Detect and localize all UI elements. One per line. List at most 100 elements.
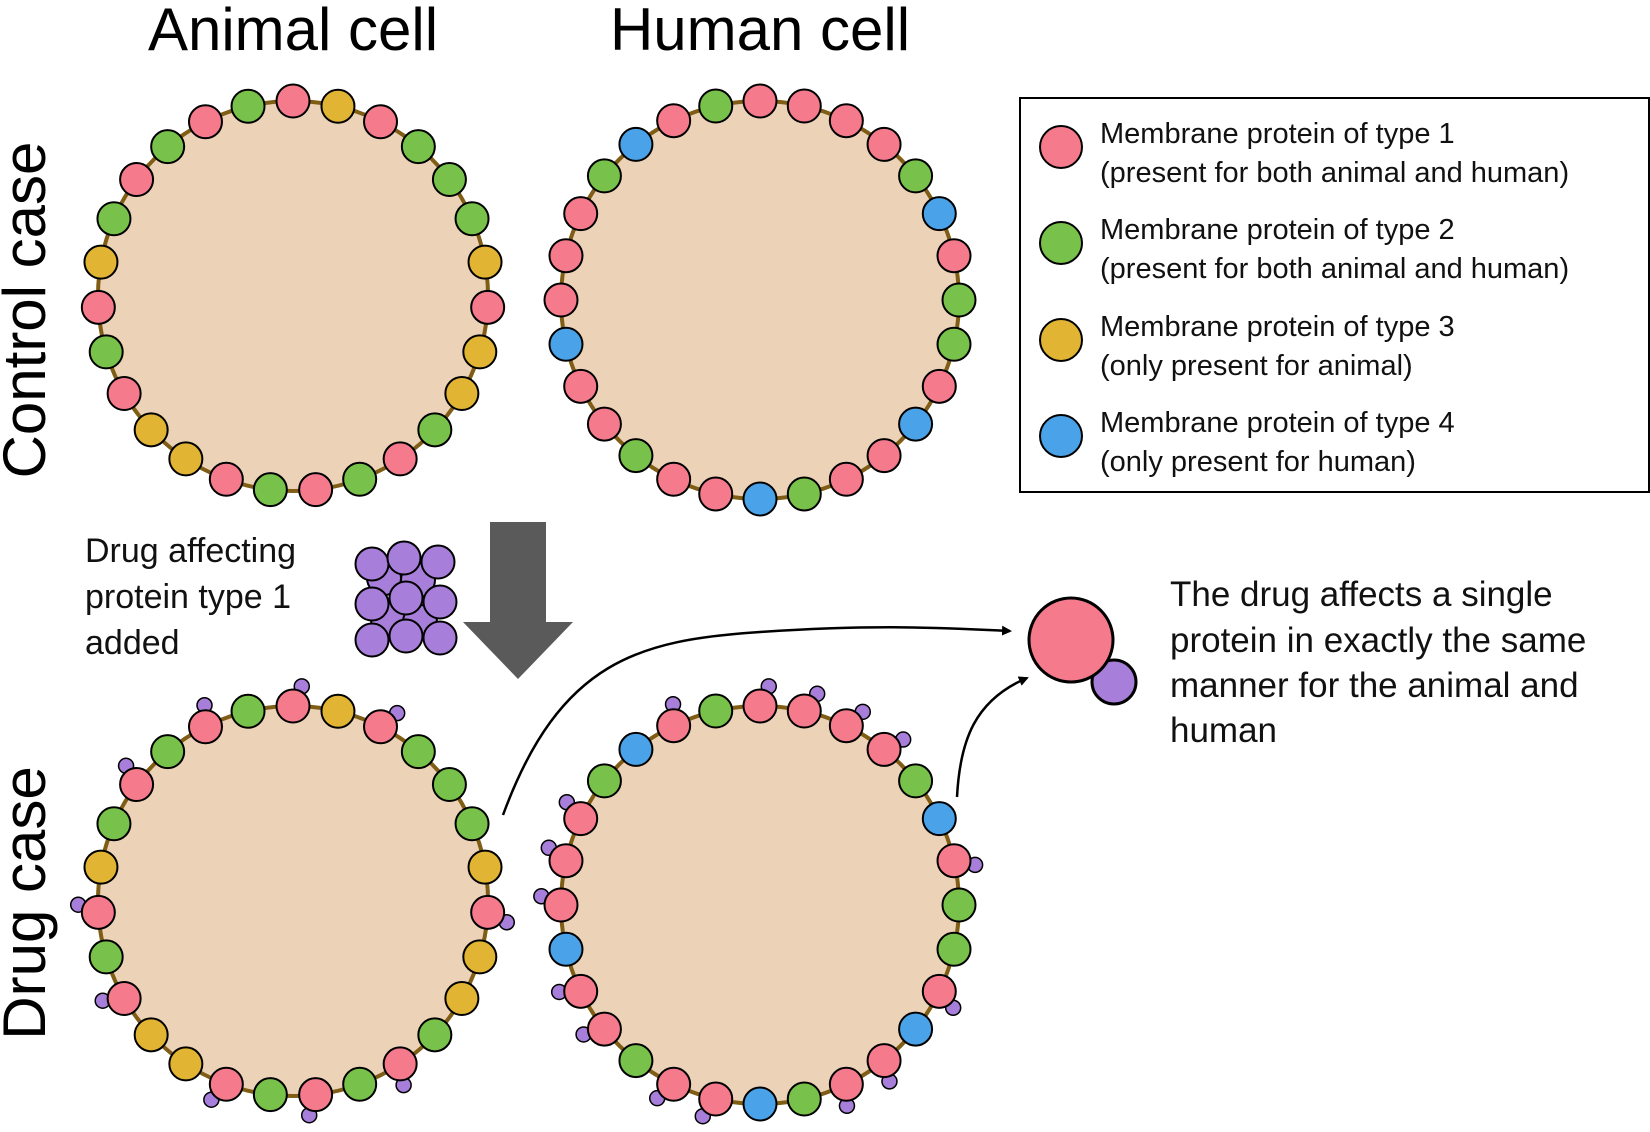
type3-protein	[320, 88, 356, 124]
type1-protein	[866, 731, 902, 767]
type2-protein	[417, 1017, 453, 1053]
type3-protein	[83, 244, 119, 280]
drug-molecule-cluster	[354, 540, 458, 658]
legend-sublabel-type2: (present for both animal and human)	[1100, 253, 1569, 285]
type4-protein	[898, 406, 934, 442]
type1-protein	[866, 1043, 902, 1079]
drug-animal-cell	[69, 678, 516, 1124]
type4-protein	[898, 1011, 934, 1047]
type2-protein	[786, 1081, 822, 1117]
type1-protein	[119, 162, 155, 198]
drug-molecule	[354, 546, 390, 582]
type4-protein	[921, 196, 957, 232]
type1-protein	[298, 472, 334, 508]
type2-protein	[417, 412, 453, 448]
control-human-cell	[543, 83, 977, 517]
type1-protein	[80, 894, 116, 930]
type1-protein	[470, 289, 506, 325]
curved-arrow-from-animal	[501, 625, 1012, 816]
type1-protein	[742, 688, 778, 724]
legend-label-type3: Membrane protein of type 3	[1100, 311, 1455, 343]
type1-protein	[698, 1081, 734, 1117]
note-line3: manner for the animal and	[1170, 666, 1579, 705]
type2-protein	[400, 734, 436, 770]
type1-protein	[828, 1066, 864, 1102]
type2-protein	[941, 282, 977, 318]
legend-label-type4: Membrane protein of type 4	[1100, 407, 1455, 439]
type1-protein	[208, 461, 244, 497]
type1-protein	[936, 238, 972, 274]
type4-protein	[921, 801, 957, 837]
cytoplasm	[559, 704, 961, 1106]
type4-protein	[742, 1086, 778, 1122]
type3-protein	[462, 334, 498, 370]
legend-sublabel-type3: (only present for animal)	[1100, 350, 1413, 382]
control-animal-cell	[80, 83, 506, 508]
type1-protein	[586, 1011, 622, 1047]
legend-item-type4: Membrane protein of type 4 (only present…	[1039, 407, 1455, 478]
type1-protein	[586, 406, 622, 442]
type1-protein	[275, 83, 311, 119]
type2-protein	[786, 476, 822, 512]
type1-protein	[298, 1077, 334, 1113]
legend: Membrane protein of type 1 (present for …	[1019, 97, 1650, 493]
drug-label-line3: added	[85, 624, 180, 662]
type3-protein	[168, 441, 204, 477]
legend-sublabel-type1: (present for both animal and human)	[1100, 157, 1569, 189]
type1-protein	[187, 709, 223, 745]
type2-protein	[454, 806, 490, 842]
type1-protein	[275, 688, 311, 724]
drug-molecule	[422, 620, 458, 656]
type1-protein	[866, 126, 902, 162]
type4-swatch	[1039, 414, 1083, 458]
type4-protein	[618, 126, 654, 162]
drug-molecule	[420, 544, 456, 580]
type1-protein	[936, 843, 972, 879]
type3-swatch	[1039, 318, 1083, 362]
type2-protein	[150, 129, 186, 165]
type1-swatch	[1039, 125, 1083, 169]
type1-protein	[382, 1046, 418, 1082]
note-line4: human	[1170, 711, 1277, 750]
type2-protein	[96, 806, 132, 842]
type2-protein	[252, 1077, 288, 1113]
type4-protein	[548, 931, 584, 967]
drug-case-title: Drug case	[0, 766, 58, 1039]
type1-protein	[921, 368, 957, 404]
type1-protein	[828, 461, 864, 497]
type2-protein	[431, 767, 467, 803]
type1-protein	[563, 801, 599, 837]
type1-protein	[382, 441, 418, 477]
type2-protein	[618, 438, 654, 474]
type1-protein	[543, 887, 579, 923]
drug-molecule	[388, 618, 424, 654]
type2-protein	[698, 88, 734, 124]
type1-protein	[828, 103, 864, 139]
type1-protein	[786, 693, 822, 729]
type1-protein	[563, 368, 599, 404]
type2-protein	[898, 763, 934, 799]
type4-protein	[548, 326, 584, 362]
type1-protein	[363, 709, 399, 745]
animal-cell-title: Animal cell	[148, 0, 438, 63]
drug-molecule	[388, 580, 424, 616]
drug-label: Drug affecting protein type 1 added	[85, 532, 296, 662]
note: The drug affects a single protein in exa…	[1170, 575, 1586, 750]
type3-protein	[168, 1046, 204, 1082]
type1-protein	[786, 88, 822, 124]
legend-box	[1019, 97, 1650, 493]
type1-protein	[470, 894, 506, 930]
type2-protein	[941, 887, 977, 923]
type2-protein	[618, 1043, 654, 1079]
note-line1: The drug affects a single	[1170, 575, 1553, 614]
type2-protein	[230, 693, 266, 729]
zoomed-type1-protein	[1027, 596, 1115, 684]
type2-protein	[150, 734, 186, 770]
type3-protein	[444, 376, 480, 411]
type2-protein	[936, 326, 972, 362]
type2-protein	[431, 162, 467, 198]
type1-protein	[698, 476, 734, 512]
type1-protein	[828, 708, 864, 744]
type2-protein	[898, 158, 934, 194]
